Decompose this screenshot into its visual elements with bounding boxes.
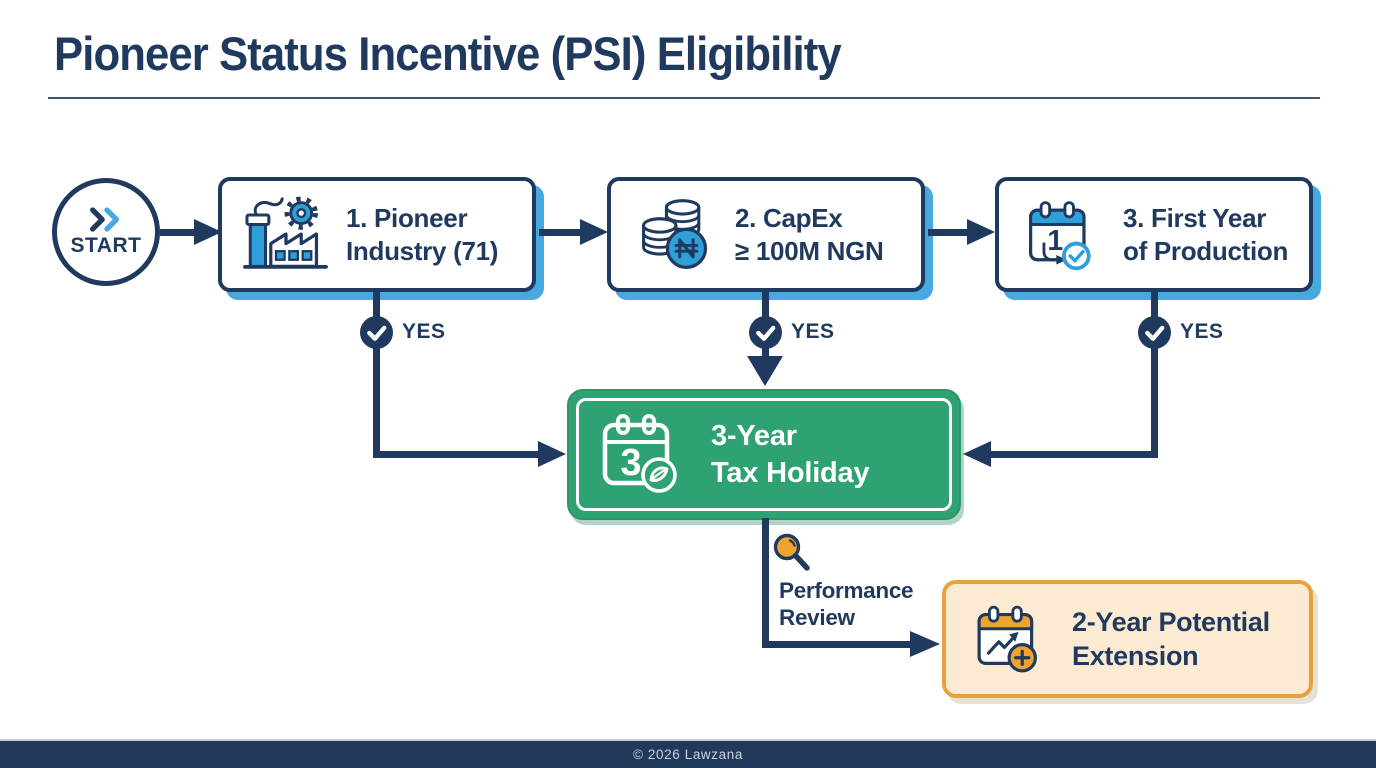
arrowhead-step1-to-step2 [580,219,608,245]
fast-forward-chevrons-icon [86,206,126,233]
yes-label-step2: YES [791,320,835,343]
branch-line-step3 [1151,290,1158,458]
arrowhead-step2-to-step3 [967,219,995,245]
calendar-three-leaf-icon: 3 [593,409,693,501]
calendar-growth-plus-icon [966,599,1056,679]
check-circle-icon-step1 [360,316,393,349]
check-circle-icon-step3 [1138,316,1171,349]
title-divider [48,97,1320,99]
step2-label: 2. CapEx ≥ 100M NGN [735,202,884,266]
arrow-step1-to-step2 [539,229,584,236]
step2-capex-box: 2. CapEx ≥ 100M NGN [607,177,925,292]
performance-review-label: Performance Review [779,578,914,630]
outcome-tax-holiday-box: 3 3-Year Tax Holiday [567,389,961,520]
arrowhead-step3-to-outcome [963,441,991,467]
yes-label-step1: YES [402,320,446,343]
copyright-text: © 2026 Lawzana [633,747,743,762]
start-node: START [52,178,160,286]
arrow-step2-to-step3 [928,229,970,236]
branch-line-step1 [373,290,380,458]
arrowhead-step2-to-outcome [747,356,783,386]
calendar-year-one-check-icon: 1 [1017,195,1109,275]
arrowhead-start-to-step1 [194,219,222,245]
line-outcome-to-review [762,518,769,648]
arrow-start-to-step1 [160,229,198,236]
factory-gear-icon [240,195,332,275]
step1-pioneer-industry-box: 1. Pioneer Industry (71) [218,177,536,292]
svg-text:1: 1 [1047,225,1063,257]
magnifier-icon [770,531,816,577]
elbow-review-to-extension [762,641,912,648]
page-title: Pioneer Status Incentive (PSI) Eligibili… [54,27,842,80]
arrowhead-to-extension [910,631,940,657]
footer-bar: © 2026 Lawzana [0,741,1376,768]
start-label: START [70,234,142,257]
coin-stacks-naira-icon [629,195,721,275]
step3-first-year-box: 1 3. First Year of Production [995,177,1313,292]
arrowhead-step1-to-outcome [538,441,566,467]
extension-box: 2-Year Potential Extension [942,580,1313,698]
yes-label-step3: YES [1180,320,1224,343]
outcome-label: 3-Year Tax Holiday [711,419,870,489]
extension-label: 2-Year Potential Extension [1072,607,1270,671]
step1-label: 1. Pioneer Industry (71) [346,202,499,266]
elbow-step3-to-outcome [991,451,1158,458]
check-circle-icon-step2 [749,316,782,349]
step3-label: 3. First Year of Production [1123,202,1289,266]
elbow-step1-to-outcome [373,451,540,458]
svg-text:3: 3 [620,442,641,484]
